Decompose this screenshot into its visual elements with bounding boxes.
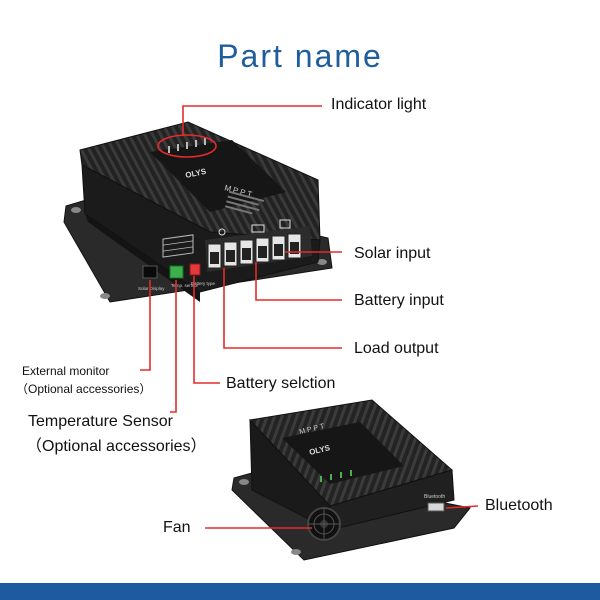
label-temperature-sensor-note: （Optional accessories） (26, 438, 207, 455)
port-label-solar-display: Solar Display (138, 286, 165, 291)
leader-lines (140, 105, 479, 529)
mount-hole (71, 207, 81, 213)
bluetooth-module (427, 502, 445, 512)
label-battery-input: Battery input (354, 292, 444, 309)
label-fan: Fan (163, 519, 191, 536)
solar-display-port (142, 265, 158, 279)
page-title: Part name (217, 38, 383, 74)
leader-battery-input (255, 262, 342, 301)
controller-back-view: OLYS MPPT Bluetooth (231, 399, 471, 561)
battery-type-switch (189, 263, 201, 276)
mount-hole (317, 259, 327, 265)
label-load-output: Load output (354, 340, 439, 357)
port-label-temp-sensor: Temp. sensor (171, 283, 199, 288)
label-external-monitor: External monitor (22, 364, 110, 378)
temp-sensor-port (169, 265, 184, 279)
port-label-battery-type: Battery type (191, 281, 216, 286)
leader-bluetooth (445, 505, 479, 509)
label-indicator-light: Indicator light (331, 96, 427, 113)
fan-grille (307, 507, 341, 541)
mount-hole (100, 293, 110, 299)
label-bluetooth: Bluetooth (485, 497, 553, 514)
mount-hole (291, 549, 301, 555)
leader-indicator-light (182, 105, 322, 136)
leader-battery-selection (193, 276, 220, 384)
label-temperature-sensor: Temperature Sensor (28, 413, 173, 430)
label-external-monitor-note: （Optional accessories） (16, 382, 152, 396)
bluetooth-port-label: Bluetooth (424, 494, 445, 500)
indicator-leds-back (320, 470, 352, 482)
leader-temperature-sensor (170, 280, 177, 413)
indicator-highlight-ellipse (157, 134, 217, 158)
label-battery-selection: Battery selction (226, 375, 336, 392)
leader-external-monitor (140, 280, 151, 371)
footer-bar (0, 583, 600, 600)
terminal-block (205, 226, 312, 272)
label-solar-input: Solar input (354, 245, 431, 262)
indicator-leds (168, 138, 206, 153)
brand-label: OLYS (185, 167, 208, 180)
mount-hole (239, 479, 249, 485)
controller-front-view: OLYS MPPT (63, 121, 333, 303)
leader-load-output (223, 268, 342, 349)
